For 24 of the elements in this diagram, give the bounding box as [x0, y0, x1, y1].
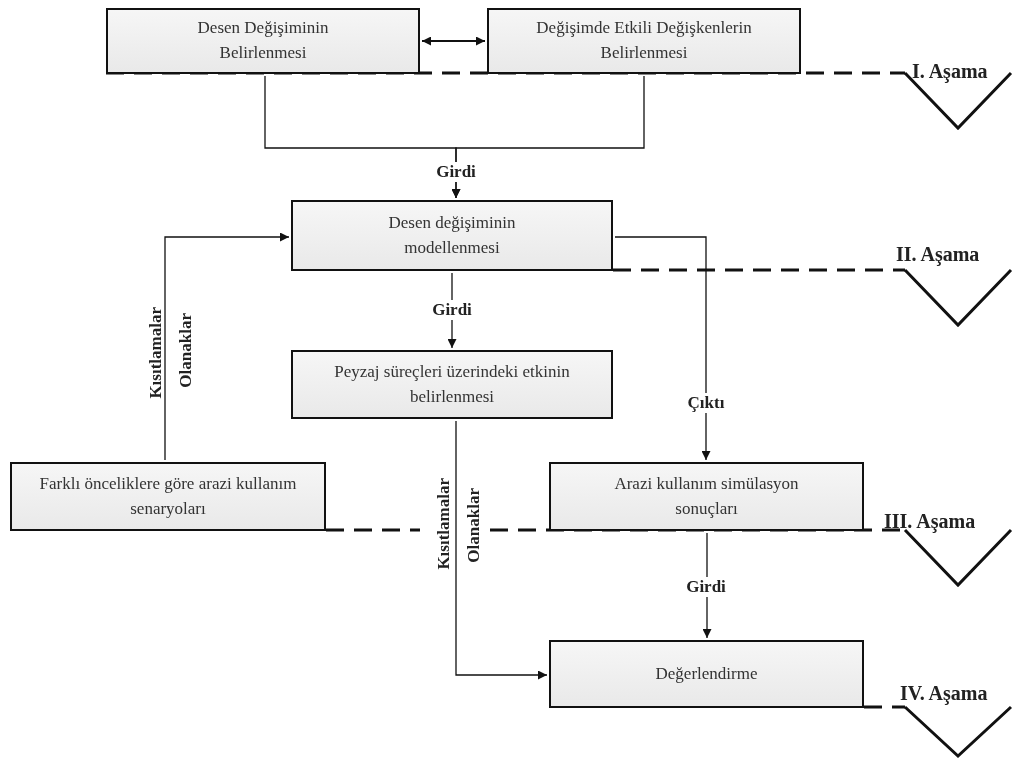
connector-arrow [451, 75, 645, 199]
stage-label: I. Aşama [912, 60, 988, 83]
stage-label: III. Aşama [884, 510, 976, 533]
stage-label: II. Aşama [896, 243, 980, 266]
vertical-label: Kısıtlamalar [146, 307, 166, 399]
edge-label: Girdi [684, 577, 728, 597]
process-box: Desen değişiminin modellenmesi [291, 200, 613, 271]
process-box: Farklı önceliklere göre arazi kullanım senaryoları [10, 462, 326, 531]
process-box: Değerlendirme [549, 640, 864, 708]
process-box: Peyzaj süreçleri üzerindeki etkinin belirlenmesi [291, 350, 613, 419]
vertical-label: Kısıtlamalar [434, 478, 454, 570]
vertical-label: Olanaklar [464, 488, 484, 563]
connector-arrow [421, 36, 486, 46]
connector-arrow [455, 420, 548, 680]
stage-label: IV. Aşama [900, 682, 988, 705]
edge-label: Girdi [430, 300, 474, 320]
edge-label: Girdi [434, 162, 478, 182]
connector-arrow [164, 232, 290, 461]
process-box: Desen Değişiminin Belirlenmesi [106, 8, 420, 74]
connector-arrow [614, 236, 711, 461]
edge-label: Çıktı [685, 393, 727, 413]
process-box: Arazi kullanım simülasyon sonuçları [549, 462, 864, 531]
process-box: Değişimde Etkili Değişkenlerin Belirlenmesi [487, 8, 801, 74]
vertical-label: Olanaklar [176, 313, 196, 388]
